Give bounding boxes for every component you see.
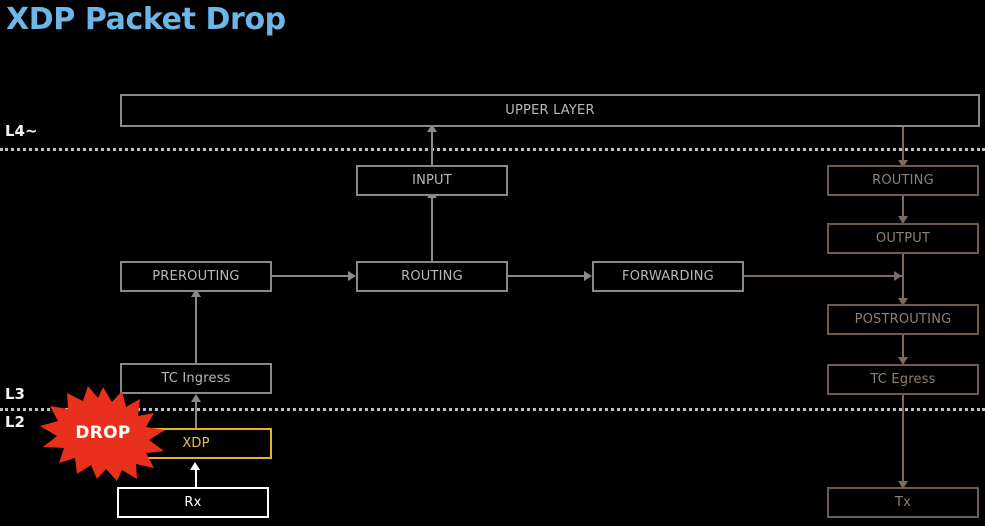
- connector-routing-to-forwarding: [508, 275, 586, 277]
- node-routing-right-label: ROUTING: [872, 173, 934, 188]
- connector-input-to-upper-layer: [431, 130, 433, 166]
- node-forwarding[interactable]: FORWARDING: [592, 261, 744, 292]
- connector-output-to-postrouting: [902, 254, 904, 300]
- drop-badge[interactable]: DROP: [38, 385, 168, 481]
- node-tc-egress[interactable]: TC Egress: [827, 364, 979, 395]
- arrowhead-prerouting-to-routing: [348, 271, 356, 281]
- arrowhead-input-to-upper-layer: [427, 124, 437, 132]
- explosion-icon: [40, 386, 165, 481]
- node-output[interactable]: OUTPUT: [827, 223, 979, 254]
- node-upper-layer[interactable]: UPPER LAYER: [120, 94, 980, 127]
- arrowhead-rx-to-xdp: [190, 462, 200, 470]
- page-title: XDP Packet Drop: [6, 2, 286, 37]
- arrowhead-tc-egress-to-tx: [898, 481, 908, 489]
- node-tc-egress-label: TC Egress: [870, 372, 936, 387]
- separator-l2-l3-boundary: [0, 408, 985, 411]
- node-rx-label: Rx: [184, 495, 202, 510]
- node-routing-right[interactable]: ROUTING: [827, 165, 979, 196]
- node-routing-mid[interactable]: ROUTING: [356, 261, 508, 292]
- node-postrouting-label: POSTROUTING: [854, 312, 952, 327]
- connector-routing-to-input: [431, 196, 433, 262]
- arrowhead-output-to-postrouting: [898, 298, 908, 306]
- node-xdp-label: XDP: [182, 436, 210, 451]
- node-routing-mid-label: ROUTING: [401, 269, 463, 284]
- connector-xdp-to-tc-ingress: [195, 400, 197, 430]
- node-tx[interactable]: Tx: [827, 487, 979, 518]
- connector-forwarding-to-postrouting: [744, 275, 904, 277]
- connector-prerouting-to-routing: [272, 275, 350, 277]
- layer-label-l2: L2: [5, 413, 25, 431]
- connector-postrouting-to-tc-egress: [902, 335, 904, 361]
- connector-upper-layer-to-routing-right: [902, 126, 904, 168]
- node-tc-ingress[interactable]: TC Ingress: [120, 363, 272, 394]
- arrowhead-tc-ingress-to-prerouting: [191, 289, 201, 297]
- arrowhead-routing-right-to-output: [898, 216, 908, 224]
- node-input[interactable]: INPUT: [356, 165, 508, 196]
- connector-routing-right-to-output: [902, 196, 904, 218]
- node-output-label: OUTPUT: [875, 231, 931, 246]
- arrowhead-xdp-to-tc-ingress: [191, 394, 201, 402]
- node-forwarding-label: FORWARDING: [622, 269, 714, 284]
- separator-l4-boundary: [0, 148, 985, 151]
- node-prerouting[interactable]: PREROUTING: [120, 261, 272, 292]
- layer-label-l4: L4~: [5, 122, 38, 140]
- layer-label-l3: L3: [5, 385, 25, 403]
- arrowhead-upper-layer-to-routing-right: [898, 160, 908, 168]
- arrowhead-forwarding-to-postrouting: [894, 271, 902, 281]
- connector-rx-to-xdp: [195, 470, 197, 492]
- node-tx-label: Tx: [894, 495, 912, 510]
- node-prerouting-label: PREROUTING: [152, 269, 240, 284]
- node-input-label: INPUT: [412, 173, 452, 188]
- connector-tc-egress-to-tx: [902, 395, 904, 485]
- node-upper-layer-label: UPPER LAYER: [505, 103, 595, 118]
- node-tc-ingress-label: TC Ingress: [161, 371, 231, 386]
- node-postrouting[interactable]: POSTROUTING: [827, 304, 979, 335]
- node-rx[interactable]: Rx: [117, 487, 269, 518]
- arrowhead-routing-to-forwarding: [584, 271, 592, 281]
- connector-tc-ingress-to-prerouting: [195, 295, 197, 363]
- arrowhead-postrouting-to-tc-egress: [898, 357, 908, 365]
